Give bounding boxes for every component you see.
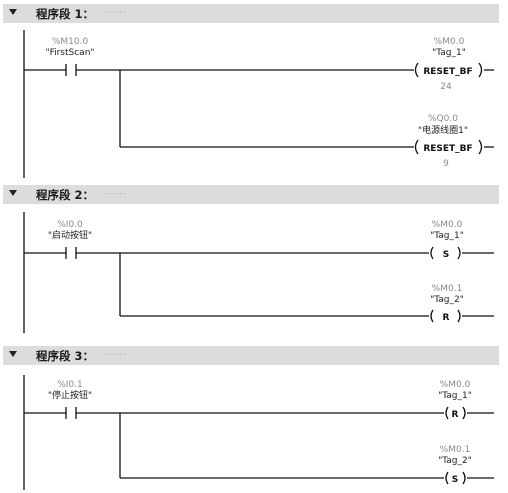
contact-address: %I0.0 [57,220,83,230]
coil-label: RESET_BF [423,144,472,154]
network-1-header[interactable]: 程序段 1： ...... [3,4,499,23]
collapse-triangle-icon[interactable] [9,351,17,357]
coil-right-paren [478,62,483,78]
coil-reset-bf-tag1[interactable]: %M0.0 "Tag_1" RESET_BF 24 [423,37,472,92]
network-3-title: 程序段 3： [36,349,95,363]
coil-reset-bf-q00[interactable]: %Q0.0 "电源线圈1" RESET_BF 9 [418,114,473,169]
coil-label: S [443,250,449,260]
coil-tag: "Tag_1" [432,48,466,58]
network-2-header[interactable]: 程序段 2： ...... [3,185,499,204]
coil-reset-tag1[interactable]: %M0.0 "Tag_1" R [438,380,472,420]
collapse-triangle-icon[interactable] [9,9,17,15]
coil-label: S [452,475,458,485]
network-3-comment[interactable]: ...... [104,348,128,358]
contact-address: %I0.1 [57,380,83,390]
coil-count: 9 [443,159,449,169]
coil-label: R [443,313,450,323]
coil-reset-tag2[interactable]: %M0.1 "Tag_2" R [430,284,464,323]
contact-firstscan[interactable]: %M10.0 "FirstScan" [45,37,94,58]
coil-label: R [452,410,459,420]
collapse-triangle-icon[interactable] [9,190,17,196]
coil-left-paren [414,62,419,78]
network-2-title: 程序段 2： [36,188,95,202]
network-1-title: 程序段 1： [36,7,95,21]
contact-stop-button[interactable]: %I0.1 "停止按钮" [48,380,92,401]
coil-address: %Q0.0 [428,114,458,124]
coil-tag: "Tag_1" [438,391,472,401]
coil-address: %M0.1 [440,445,471,455]
coil-set-tag1[interactable]: %M0.0 "Tag_1" S [430,220,464,260]
contact-tag: "FirstScan" [45,48,94,58]
network-3-header[interactable]: 程序段 3： ...... [3,346,499,365]
network-1-rungs [23,30,494,178]
network-2-comment[interactable]: ...... [104,187,128,197]
coil-address: %M0.1 [432,284,463,294]
contact-tag: "停止按钮" [48,389,92,401]
coil-label: RESET_BF [423,67,472,77]
coil-tag: "Tag_2" [438,456,472,466]
coil-tag: "Tag_1" [430,231,464,241]
network-3-rungs [23,375,494,490]
coil-address: %M0.0 [440,380,471,390]
coil-tag: "电源线圈1" [418,124,468,136]
coil-count: 24 [440,82,452,92]
coil-address: %M0.0 [432,220,463,230]
contact-tag: "启动按钮" [48,229,92,241]
coil-set-tag2[interactable]: %M0.1 "Tag_2" S [438,445,472,485]
contact-address: %M10.0 [52,37,89,47]
network-1-comment[interactable]: ...... [104,6,128,16]
network-2-rungs [23,212,494,333]
coil-tag: "Tag_2" [430,295,464,305]
coil-address: %M0.0 [434,37,465,47]
contact-start-button[interactable]: %I0.0 "启动按钮" [48,220,92,241]
